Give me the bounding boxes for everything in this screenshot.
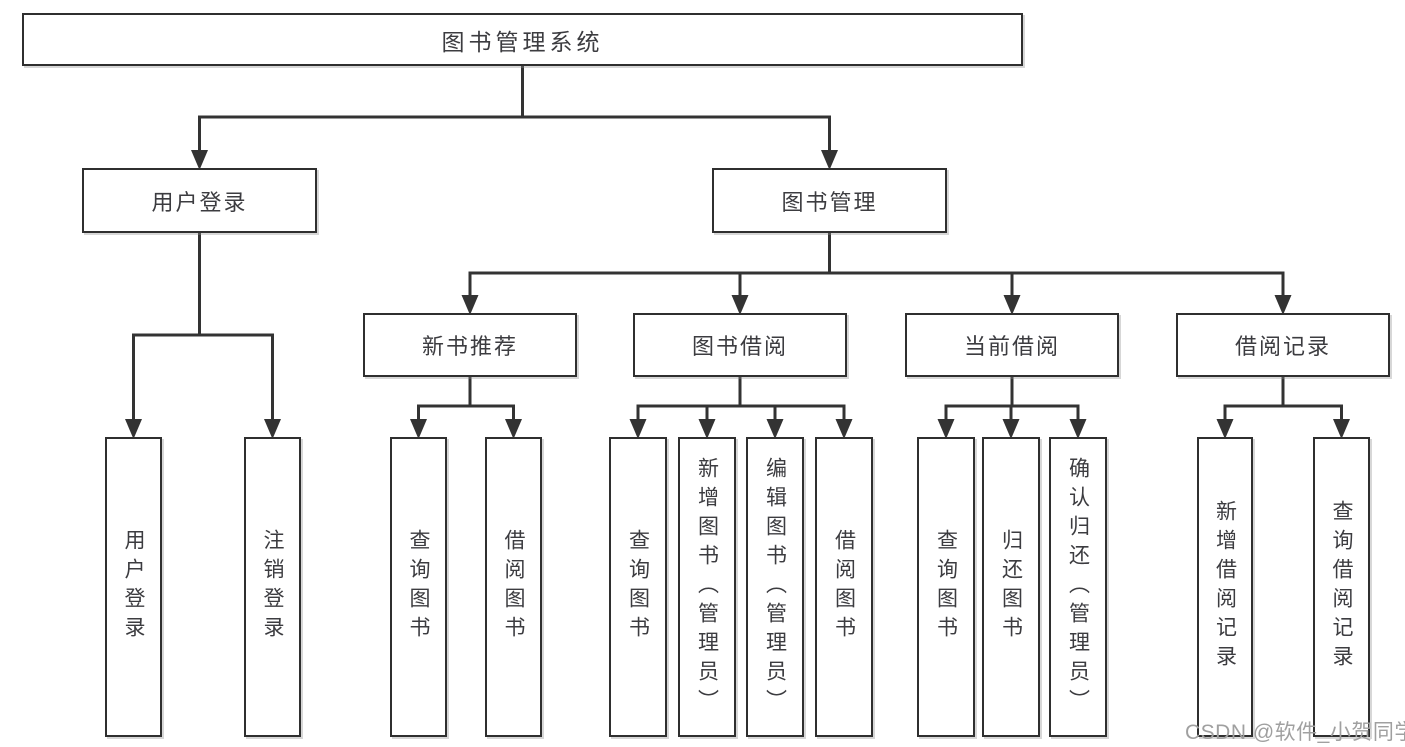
- arrowhead-icon: [1003, 295, 1021, 315]
- node-label: 借阅记录: [1234, 334, 1331, 359]
- arrowhead-icon: [731, 295, 749, 315]
- node-leaf-user-login: 用户登录: [105, 437, 162, 737]
- arrowhead-icon: [264, 419, 281, 439]
- node-label: 图书管理: [781, 189, 878, 215]
- node-label: 借阅图书: [832, 529, 856, 645]
- node-label: 归还图书: [999, 529, 1023, 645]
- node-current-borrow: 当前借阅: [905, 313, 1119, 377]
- node-new-book-rec: 新书推荐: [363, 313, 577, 377]
- node-label: 查询图书: [407, 529, 430, 645]
- arrowhead-icon: [766, 419, 784, 439]
- arrowhead-icon: [937, 419, 955, 439]
- node-label: 图书借阅: [691, 334, 788, 359]
- node-book-mgmt: 图书管理: [712, 168, 947, 233]
- node-book-borrow: 图书借阅: [633, 313, 847, 377]
- arrowhead-icon: [1069, 419, 1087, 439]
- node-leaf-query-book-new: 查询图书: [390, 437, 447, 737]
- arrowhead-icon: [191, 150, 208, 170]
- node-label: 用户登录: [122, 529, 145, 645]
- node-label: 新增借阅记录: [1213, 500, 1237, 674]
- node-leaf-edit-book: 编辑图书（管理员）: [746, 437, 804, 737]
- arrowhead-icon: [1274, 295, 1292, 315]
- arrowhead-icon: [1216, 419, 1234, 439]
- node-label: 编辑图书（管理员）: [763, 456, 787, 718]
- node-label: 新书推荐: [421, 334, 518, 359]
- arrowhead-icon: [1002, 419, 1020, 439]
- node-root: 图书管理系统: [22, 13, 1023, 66]
- node-label: 当前借阅: [963, 334, 1060, 359]
- node-leaf-borrow-book: 借阅图书: [815, 437, 873, 737]
- node-leaf-borrow-book-new: 借阅图书: [485, 437, 542, 737]
- arrowhead-icon: [410, 419, 427, 439]
- arrowhead-icon: [629, 419, 647, 439]
- arrowhead-icon: [698, 419, 716, 439]
- node-leaf-add-borrow-record: 新增借阅记录: [1197, 437, 1253, 737]
- node-leaf-query-book-borrow: 查询图书: [609, 437, 667, 737]
- arrowhead-icon: [835, 419, 853, 439]
- arrowhead-icon: [1333, 419, 1350, 439]
- node-label: 图书管理系统: [441, 28, 604, 55]
- node-leaf-return-book: 归还图书: [982, 437, 1040, 737]
- node-leaf-query-borrow-record: 查询借阅记录: [1313, 437, 1370, 737]
- node-leaf-query-book-current: 查询图书: [917, 437, 975, 737]
- node-label: 注销登录: [261, 529, 284, 645]
- arrowhead-icon: [125, 419, 142, 439]
- node-label: 查询图书: [626, 529, 650, 645]
- node-user-login: 用户登录: [82, 168, 317, 233]
- node-label: 确认归还（管理员）: [1066, 456, 1090, 718]
- node-label: 查询图书: [934, 529, 958, 645]
- node-leaf-add-book: 新增图书（管理员）: [678, 437, 736, 737]
- arrowhead-icon: [505, 419, 522, 439]
- arrowhead-icon: [461, 295, 479, 315]
- node-borrow-records: 借阅记录: [1176, 313, 1390, 377]
- node-label: 用户登录: [151, 189, 248, 215]
- node-leaf-logout: 注销登录: [244, 437, 301, 737]
- node-label: 查询借阅记录: [1330, 500, 1353, 674]
- watermark: CSDN @软件_小贺同学: [1185, 721, 1405, 744]
- node-label: 借阅图书: [502, 529, 525, 645]
- node-label: 新增图书（管理员）: [695, 456, 719, 718]
- arrowhead-icon: [821, 150, 838, 170]
- node-leaf-confirm-return: 确认归还（管理员）: [1049, 437, 1107, 737]
